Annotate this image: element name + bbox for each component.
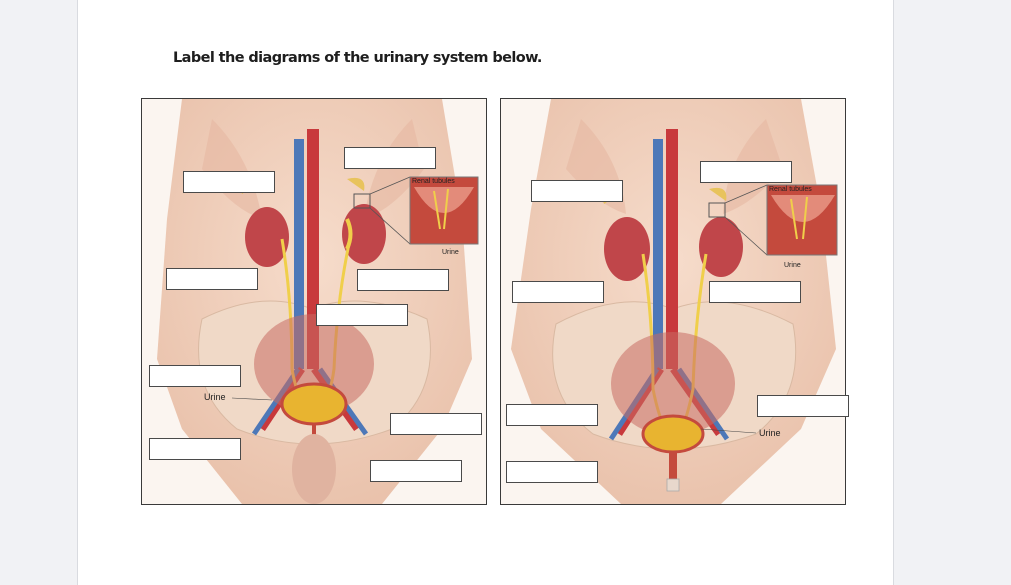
renal-tubules-label: Renal tubules	[412, 178, 455, 185]
label-box-1[interactable]	[344, 147, 436, 169]
label-box-9[interactable]	[370, 460, 462, 482]
renal-tubules-label: Renal tubules	[769, 186, 812, 193]
label-box-12[interactable]	[512, 281, 604, 303]
urinary-bladder	[641, 414, 705, 454]
callout-urine-label: Urine	[442, 249, 459, 256]
label-box-13[interactable]	[709, 281, 801, 303]
bladder-urine-label: Urine	[204, 392, 226, 402]
right-kidney	[699, 217, 743, 277]
vena-cava	[653, 139, 663, 369]
bladder-urine-label: Urine	[759, 428, 781, 438]
urinary-bladder	[280, 382, 348, 426]
left-kidney	[604, 217, 650, 281]
callout-urine-label: Urine	[784, 262, 801, 269]
label-box-11[interactable]	[531, 180, 623, 202]
label-box-5[interactable]	[316, 304, 408, 326]
label-box-2[interactable]	[183, 171, 275, 193]
vena-cava	[294, 139, 304, 369]
label-box-6[interactable]	[149, 365, 241, 387]
label-box-3[interactable]	[166, 268, 258, 290]
label-box-15[interactable]	[506, 404, 598, 426]
label-box-14[interactable]	[757, 395, 849, 417]
right-kidney	[342, 204, 386, 264]
label-box-4[interactable]	[357, 269, 449, 291]
left-kidney	[245, 207, 289, 267]
aorta	[666, 129, 678, 369]
label-box-16[interactable]	[506, 461, 598, 483]
label-box-7[interactable]	[390, 413, 482, 435]
worksheet-instruction: Label the diagrams of the urinary system…	[173, 50, 542, 66]
label-box-10[interactable]	[700, 161, 792, 183]
label-box-8[interactable]	[149, 438, 241, 460]
male-urinary-diagram: Renal tubules Urine Urine	[141, 98, 487, 505]
male-anatomy-illustration	[142, 99, 486, 504]
